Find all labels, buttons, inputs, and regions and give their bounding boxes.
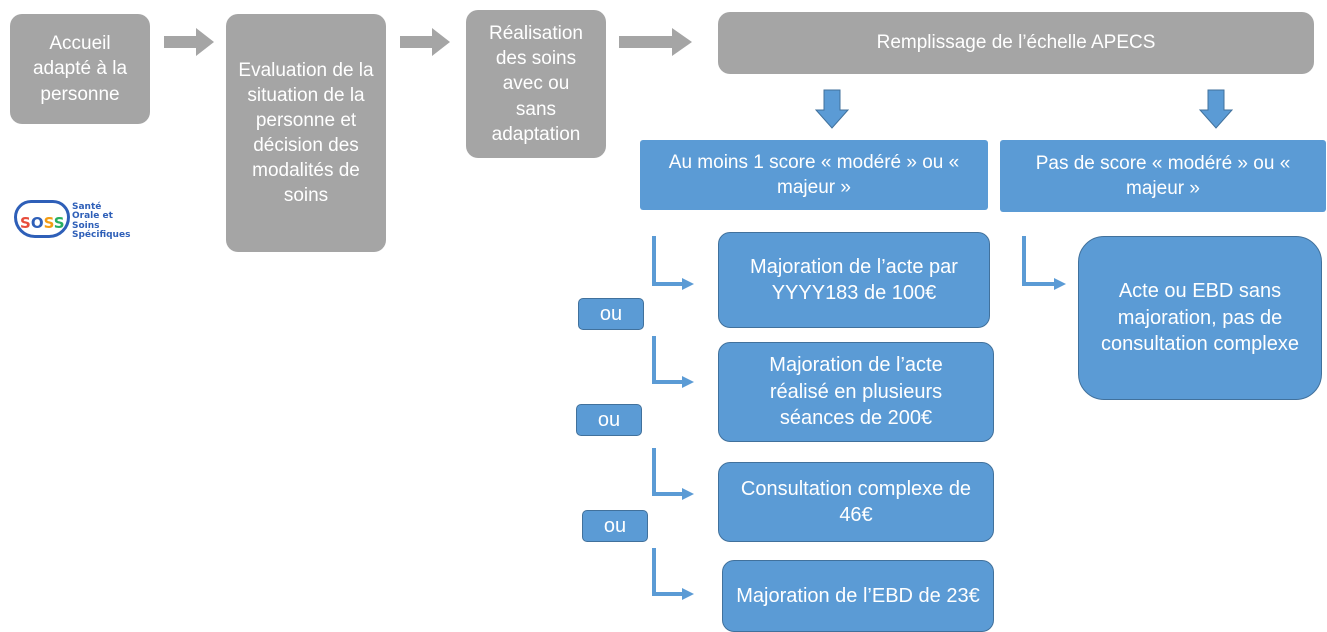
arrow-step3-to-apecs	[619, 28, 692, 56]
option-consultation-complexe-label: Consultation complexe de 46€	[740, 477, 972, 526]
option-majoration-ebd: Majoration de l’EBD de 23€	[722, 560, 994, 632]
l-connector-right	[1022, 236, 1056, 286]
option-majoration-seances: Majoration de l’acte réalisé en plusieur…	[718, 342, 994, 442]
branch-score-absent: Pas de score « modéré » ou « majeur »	[1000, 140, 1326, 212]
l-connector-heads-left	[682, 278, 694, 600]
arrow-apecs-to-right-branch	[1198, 89, 1234, 129]
option-majoration-acte-label: Majoration de l’acte par YYYY183 de 100€	[750, 255, 958, 304]
l-connector-head-right	[1054, 278, 1066, 290]
tooth-logo-icon	[14, 200, 70, 238]
l-connectors-left	[652, 236, 684, 596]
option-majoration-seances-label: Majoration de l’acte réalisé en plusieur…	[769, 354, 943, 430]
arrow-apecs-to-left-branch	[814, 89, 850, 129]
branch-score-present-label: Au moins 1 score « modéré » ou « majeur …	[668, 151, 960, 198]
step-evaluation: Evaluation de la situation de la personn…	[226, 14, 386, 252]
logo-wordmark: SOSS	[20, 214, 65, 232]
arrow-step2-to-step3	[400, 28, 450, 56]
arrow-step1-to-step2	[164, 28, 214, 56]
step-accueil-label: Accueil adapté à la personne	[32, 33, 128, 105]
step-accueil: Accueil adapté à la personne	[10, 14, 150, 124]
step-realisation: Réalisation des soins avec ou sans adapt…	[466, 10, 606, 158]
option-majoration-ebd-label: Majoration de l’EBD de 23€	[736, 584, 980, 607]
apecs-box: Remplissage de l’échelle APECS	[718, 12, 1314, 74]
result-no-majoration-label: Acte ou EBD sans majoration, pas de cons…	[1101, 280, 1299, 356]
ou-label-1: ou	[578, 298, 644, 330]
logo-tagline: Santé Orale et Soins Spécifiques	[72, 202, 131, 241]
branch-score-absent-label: Pas de score « modéré » ou « majeur »	[1035, 152, 1291, 199]
step-realisation-label: Réalisation des soins avec ou sans adapt…	[489, 23, 583, 145]
option-consultation-complexe: Consultation complexe de 46€	[718, 462, 994, 542]
apecs-label: Remplissage de l’échelle APECS	[876, 32, 1156, 54]
step-evaluation-label: Evaluation de la situation de la personn…	[238, 59, 374, 207]
ou-label-3: ou	[582, 510, 648, 542]
branch-score-present: Au moins 1 score « modéré » ou « majeur …	[640, 140, 988, 210]
ou-label-2: ou	[576, 404, 642, 436]
result-no-majoration: Acte ou EBD sans majoration, pas de cons…	[1078, 236, 1322, 400]
option-majoration-acte: Majoration de l’acte par YYYY183 de 100€	[718, 232, 990, 328]
soss-logo: SOSS Santé Orale et Soins Spécifiques	[12, 198, 152, 242]
